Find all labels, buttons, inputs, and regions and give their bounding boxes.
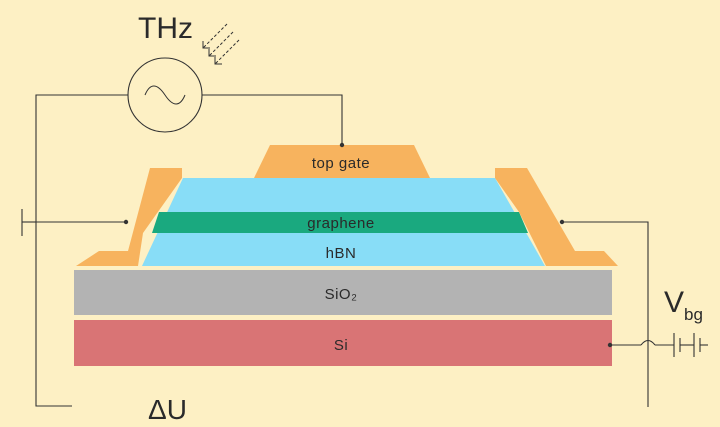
delta-u-label: ΔU (148, 394, 187, 425)
graphene-layer (152, 212, 528, 233)
left-contact-dot (123, 219, 129, 225)
graphene-label: graphene (307, 215, 374, 232)
left-contact (76, 168, 182, 266)
junction-dots (123, 142, 613, 348)
sio2-layer (74, 270, 612, 315)
thz-label: THz (138, 12, 193, 45)
top-gate-label: top gate (312, 155, 370, 172)
top-gate-contact-dot (339, 142, 345, 148)
vbg-subscript: bg (684, 305, 703, 324)
vbg-main: V (664, 286, 684, 319)
right-contact-dot (559, 219, 565, 225)
si-label: Si (334, 337, 348, 354)
si-layer (74, 320, 612, 366)
right-contact (495, 168, 618, 266)
sine-wave-icon (144, 85, 186, 105)
radiation-arrows-icon (202, 23, 240, 65)
hbn-label: hBN (326, 245, 357, 262)
top-gate (254, 145, 430, 178)
sio2-label: SiO₂ (325, 286, 358, 303)
vbg-label: Vbg (664, 286, 703, 324)
ac-source-icon (127, 57, 203, 133)
si-contact-dot (607, 342, 613, 348)
circuit-wires (21, 94, 708, 407)
